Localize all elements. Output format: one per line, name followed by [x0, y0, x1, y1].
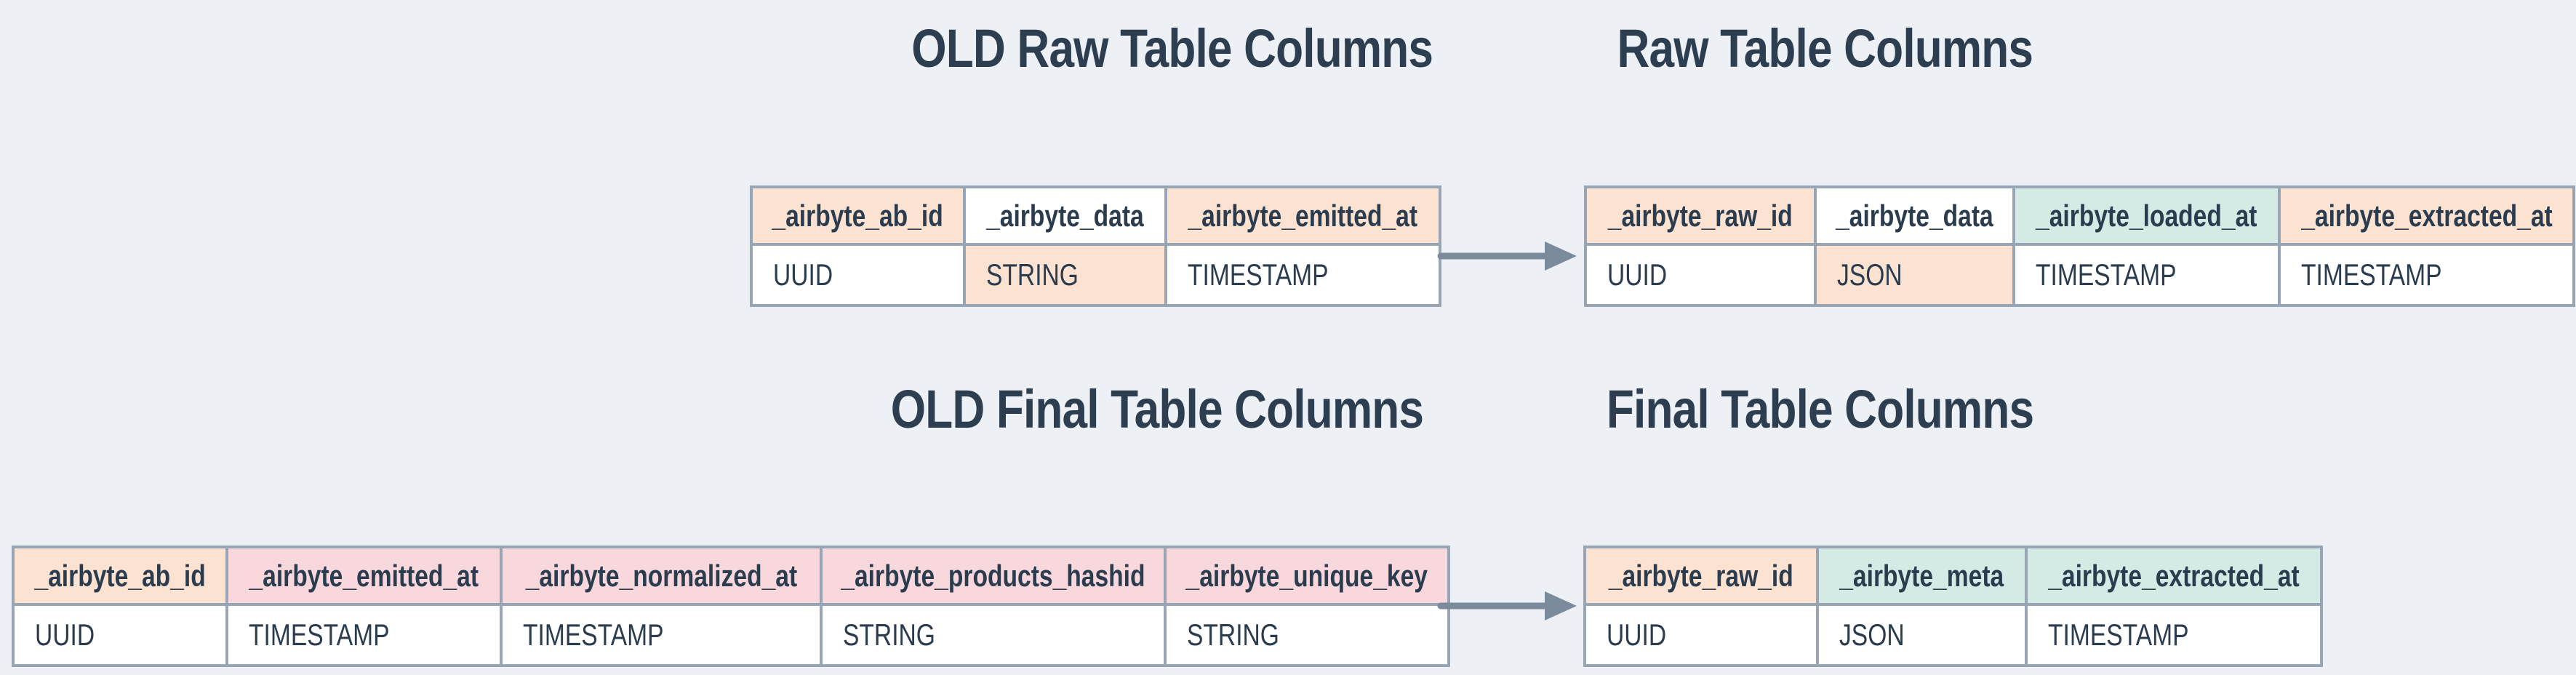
column-type-text: TIMESTAMP: [523, 618, 664, 652]
column-name-text: _airbyte_unique_key: [1185, 558, 1428, 593]
column-name-cell: _airbyte_raw_id: [1587, 188, 1814, 243]
column-type-cell: TIMESTAMP: [2015, 246, 2278, 304]
column-name-text: _airbyte_extracted_at: [2048, 558, 2300, 593]
column-name-cell: _airbyte_data: [1817, 188, 2012, 243]
column-name-cell: _airbyte_raw_id: [1586, 548, 1816, 603]
title-text: Raw Table Columns: [1617, 18, 2033, 79]
column-type-cell: UUID: [1587, 246, 1814, 304]
column-type-cell: TIMESTAMP: [2028, 606, 2320, 664]
column-name-text: _airbyte_data: [1836, 198, 1993, 233]
final-table-title: Final Table Columns: [1457, 378, 2184, 440]
column-name-text: _airbyte_data: [986, 198, 1144, 233]
column-name-text: _airbyte_products_hashid: [841, 558, 1145, 593]
column-type-cell: TIMESTAMP: [1167, 246, 1439, 304]
column-name-cell: _airbyte_normalized_at: [503, 548, 820, 603]
column-name-cell: _airbyte_emitted_at: [228, 548, 500, 603]
column-type-cell: STRING: [823, 606, 1164, 664]
column-name-cell: _airbyte_extracted_at: [2028, 548, 2320, 603]
column-type-cell: UUID: [15, 606, 225, 664]
column-name-cell: _airbyte_meta: [1819, 548, 2025, 603]
column-type-cell: STRING: [1167, 606, 1447, 664]
arrow-right-icon: [1437, 241, 1577, 271]
column-name-text: _airbyte_extracted_at: [2300, 198, 2553, 233]
column-type-text: UUID: [35, 618, 95, 652]
column-name-text: _airbyte_ab_id: [772, 198, 944, 233]
column-type-text: STRING: [843, 618, 935, 652]
column-name-cell: _airbyte_products_hashid: [823, 548, 1164, 603]
column-type-cell: UUID: [1586, 606, 1816, 664]
column-type-text: TIMESTAMP: [2048, 618, 2189, 652]
raw-table: _airbyte_raw_id _airbyte_data _airbyte_loa…: [1584, 185, 2575, 307]
column-type-text: JSON: [1839, 618, 1905, 652]
column-type-cell: TIMESTAMP: [228, 606, 500, 664]
column-type-text: TIMESTAMP: [2036, 257, 2177, 292]
old-final-table-title: OLD Final Table Columns: [793, 378, 1521, 440]
column-name-cell: _airbyte_data: [966, 188, 1164, 243]
column-type-text: UUID: [773, 257, 833, 292]
title-text: OLD Raw Table Columns: [911, 18, 1434, 79]
column-name-cell: _airbyte_ab_id: [15, 548, 225, 603]
column-name-cell: _airbyte_unique_key: [1167, 548, 1447, 603]
title-text: OLD Final Table Columns: [890, 379, 1424, 439]
old-raw-table: _airbyte_ab_id _airbyte_data _airbyte_emit…: [750, 185, 1441, 307]
column-name-cell: _airbyte_extracted_at: [2281, 188, 2572, 243]
column-type-cell: STRING: [966, 246, 1164, 304]
column-type-text: STRING: [1187, 618, 1279, 652]
column-name-text: _airbyte_emitted_at: [1188, 198, 1418, 233]
column-name-cell: _airbyte_emitted_at: [1167, 188, 1439, 243]
column-type-text: TIMESTAMP: [2301, 257, 2442, 292]
column-name-text: _airbyte_raw_id: [1609, 558, 1794, 593]
column-type-text: TIMESTAMP: [249, 618, 390, 652]
column-name-cell: _airbyte_loaded_at: [2015, 188, 2278, 243]
column-type-text: JSON: [1837, 257, 1903, 292]
column-name-text: _airbyte_raw_id: [1608, 198, 1793, 233]
column-type-cell: JSON: [1819, 606, 2025, 664]
column-type-text: TIMESTAMP: [1188, 257, 1329, 292]
column-type-cell: TIMESTAMP: [2281, 246, 2572, 304]
final-table: _airbyte_raw_id _airbyte_meta _airbyte_ext…: [1583, 546, 2323, 667]
column-name-cell: _airbyte_ab_id: [753, 188, 963, 243]
column-name-text: _airbyte_normalized_at: [525, 558, 797, 593]
raw-table-title: Raw Table Columns: [1461, 17, 2188, 79]
title-text: Final Table Columns: [1607, 379, 2034, 439]
column-type-cell: TIMESTAMP: [503, 606, 820, 664]
column-name-text: _airbyte_loaded_at: [2036, 198, 2257, 233]
old-raw-table-title: OLD Raw Table Columns: [809, 17, 1536, 79]
column-type-cell: UUID: [753, 246, 963, 304]
column-name-text: _airbyte_emitted_at: [249, 558, 479, 593]
old-final-table: _airbyte_ab_id _airbyte_emitted_at _airbyt…: [12, 546, 1450, 667]
column-name-text: _airbyte_meta: [1839, 558, 2004, 593]
arrow-right-icon: [1437, 591, 1577, 620]
column-type-cell: JSON: [1817, 246, 2012, 304]
column-type-text: UUID: [1607, 257, 1668, 292]
column-name-text: _airbyte_ab_id: [34, 558, 206, 593]
column-type-text: UUID: [1607, 618, 1667, 652]
column-type-text: STRING: [986, 257, 1079, 292]
